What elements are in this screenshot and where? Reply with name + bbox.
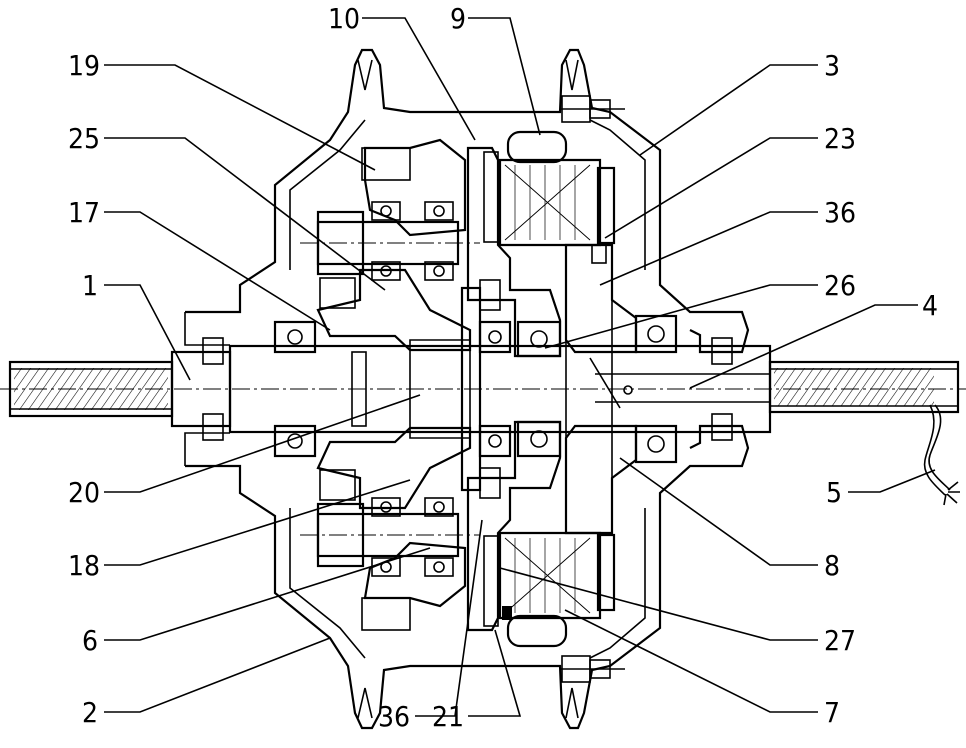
label-6: 6 (82, 624, 98, 657)
planetary-gear-set (300, 140, 480, 630)
cable (925, 405, 960, 505)
label-8: 8 (824, 549, 840, 582)
label-20: 20 (68, 476, 100, 509)
label-17: 17 (68, 196, 100, 229)
label-26: 26 (824, 269, 856, 302)
label-1: 1 (82, 269, 98, 302)
label-9: 9 (450, 2, 466, 35)
label-2: 2 (82, 696, 98, 729)
label-23: 23 (824, 122, 856, 155)
label-18: 18 (68, 549, 100, 582)
label-7: 7 (824, 696, 840, 729)
label-3: 3 (824, 49, 840, 82)
label-5: 5 (826, 476, 842, 509)
label-36-bottom: 36 (378, 700, 410, 733)
label-4: 4 (922, 289, 938, 322)
label-36-top: 36 (824, 196, 856, 229)
label-21: 21 (432, 700, 464, 733)
label-10: 10 (328, 2, 360, 35)
label-27: 27 (824, 624, 856, 657)
shaft (0, 346, 966, 432)
leader-lines (104, 18, 935, 716)
label-19: 19 (68, 49, 100, 82)
label-25: 25 (68, 122, 100, 155)
